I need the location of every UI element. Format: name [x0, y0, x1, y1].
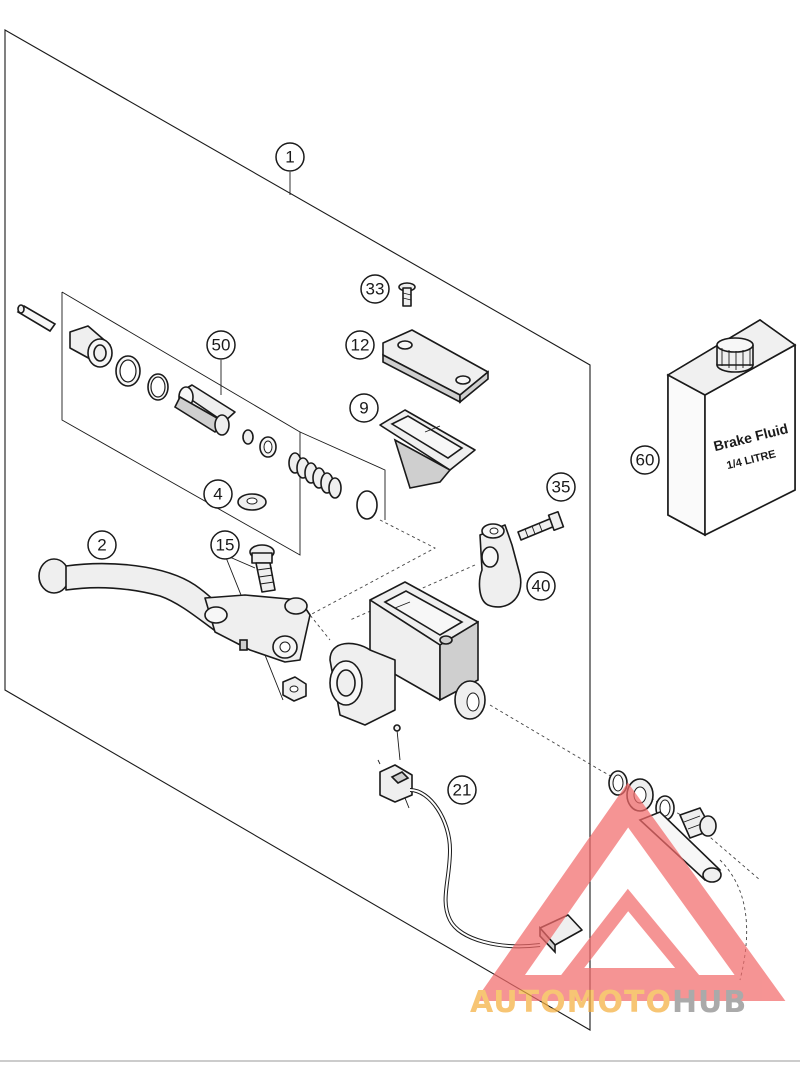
- brake-fluid-bottle: Brake Fluid 1/4 LITRE: [666, 319, 797, 537]
- callout-1: 1: [275, 142, 305, 172]
- callout-35-label: 35: [552, 478, 571, 497]
- callout-4-label: 4: [213, 485, 222, 504]
- master-cylinder-body: [329, 581, 486, 726]
- watermark-text-part2: HUB: [672, 985, 747, 1020]
- piston-kit-frame-edge: [299, 431, 386, 520]
- lever-pivot-bolt: [249, 544, 276, 593]
- callout-1-label: 1: [285, 148, 294, 167]
- piston-kit-frame: [61, 291, 301, 556]
- lever-nut: [282, 676, 307, 702]
- brake-light-switch: [377, 724, 583, 955]
- callout-60: 60: [630, 445, 660, 475]
- axis-banjo: [489, 704, 761, 881]
- lever-washer: [237, 493, 267, 511]
- watermark-logo: AUTOMOTOHUB: [470, 782, 786, 1020]
- callout-40-label: 40: [532, 577, 551, 596]
- axis-piston: [309, 519, 436, 641]
- callout-15-label: 15: [216, 536, 235, 555]
- callout-12-label: 12: [351, 336, 370, 355]
- assembly-frame: [4, 29, 591, 1031]
- callout-9: 9: [349, 393, 379, 423]
- reservoir-diaphragm: [379, 409, 476, 489]
- brake-lever: [38, 558, 311, 663]
- callout-15: 15: [210, 530, 240, 560]
- reservoir-screw: [398, 282, 416, 307]
- callout-50: 50: [206, 330, 236, 360]
- piston-kit: [16, 304, 378, 520]
- watermark-triangle-outer: [475, 782, 786, 1001]
- callout-4: 4: [203, 479, 233, 509]
- piston-spring: [288, 452, 342, 499]
- callout-9-label: 9: [359, 399, 368, 418]
- callout-2-label: 2: [97, 536, 106, 555]
- callout-2: 2: [87, 530, 117, 560]
- watermark-text: AUTOMOTOHUB: [470, 985, 747, 1020]
- callout-21-label: 21: [453, 781, 472, 800]
- clamp-bolt: [517, 510, 565, 541]
- callout-60-label: 60: [636, 451, 655, 470]
- callout-33: 33: [360, 274, 390, 304]
- callout-50-label: 50: [212, 336, 231, 355]
- callout-35: 35: [546, 472, 576, 502]
- reservoir-cover: [382, 329, 489, 404]
- callout-21: 21: [447, 775, 477, 805]
- watermark-text-part1: AUTOMOTO: [470, 985, 672, 1020]
- callout-40: 40: [526, 571, 556, 601]
- watermark-triangle-inner: [555, 888, 705, 982]
- callout-12: 12: [345, 330, 375, 360]
- callout-33-label: 33: [366, 280, 385, 299]
- handlebar-clamp: [478, 523, 522, 608]
